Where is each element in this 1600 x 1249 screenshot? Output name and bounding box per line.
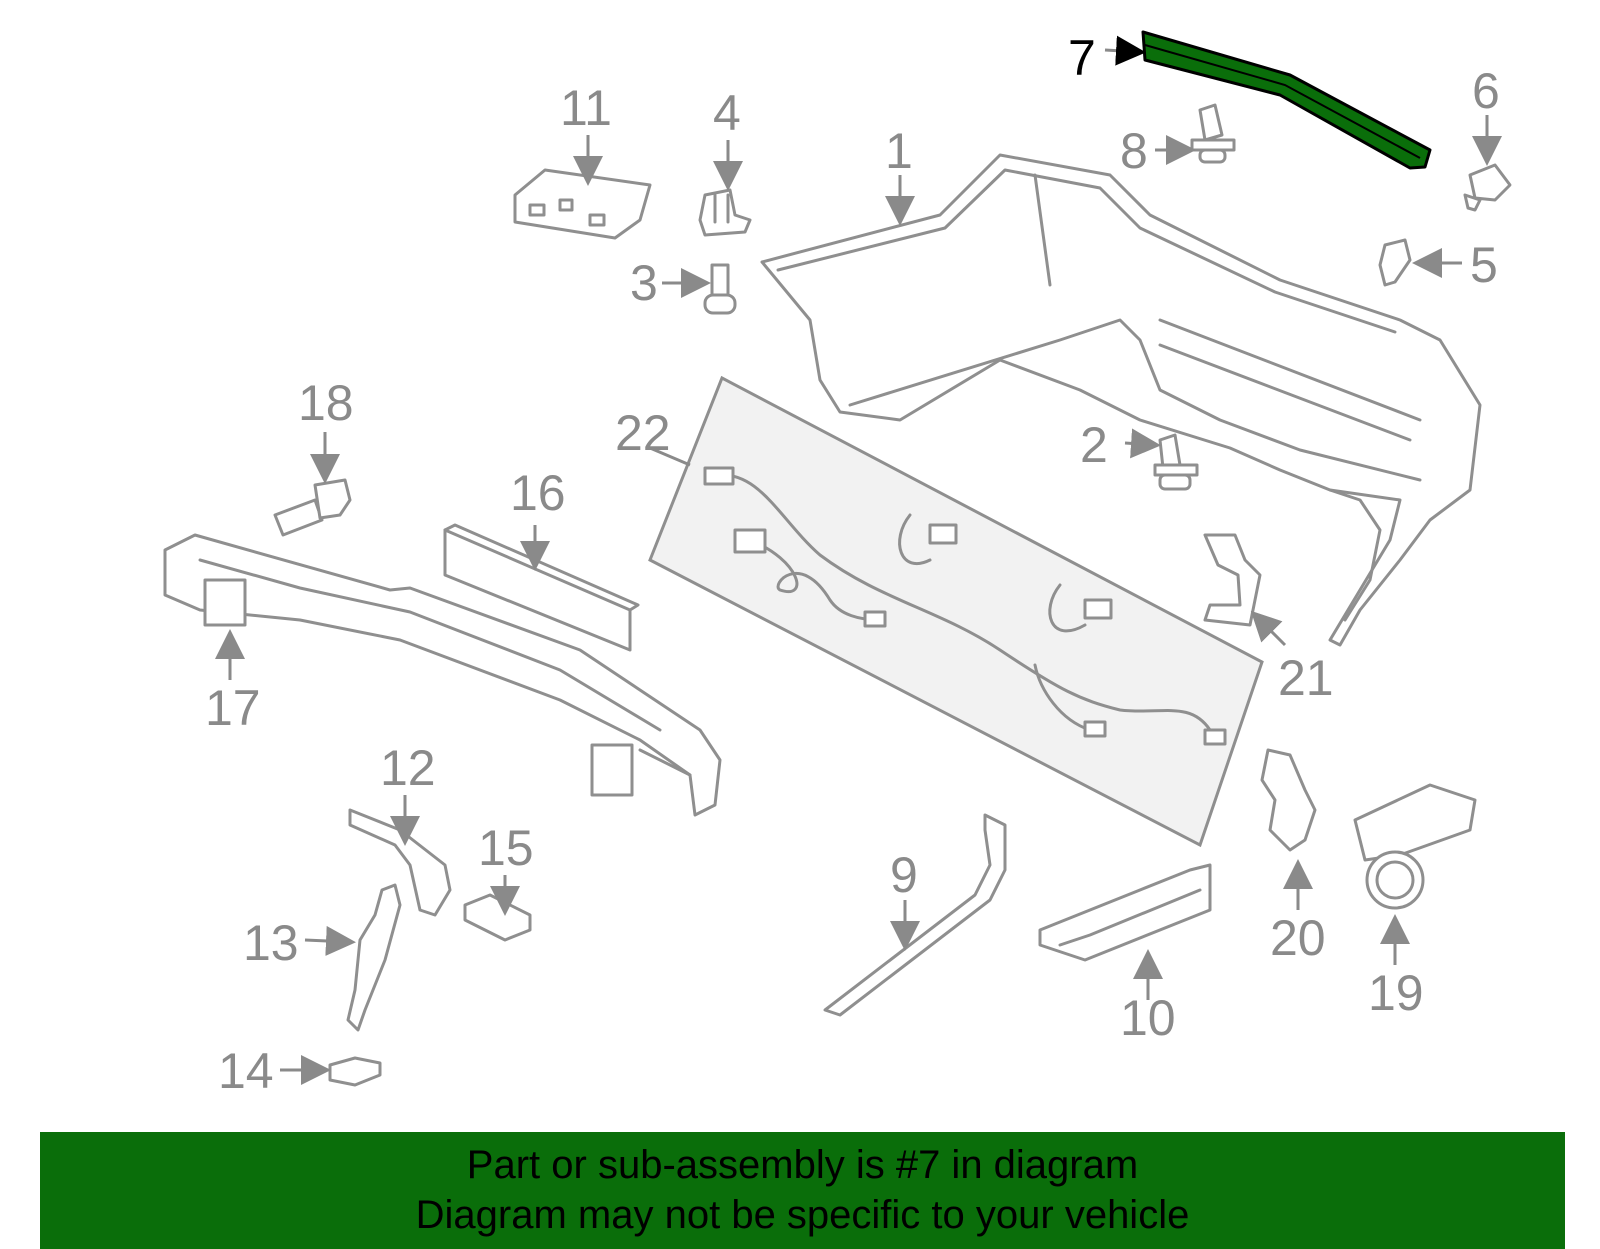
callout-11: 11 (560, 80, 612, 136)
callout-4: 4 (713, 85, 741, 141)
parts-diagram: 1 2 3 4 5 6 7 8 9 10 11 12 13 14 15 16 1… (163, 30, 1512, 1099)
callout-8: 8 (1120, 123, 1148, 179)
wiring-harness-part[interactable] (648, 375, 1264, 848)
clip-part-2[interactable] (1153, 433, 1199, 491)
callout-17: 17 (205, 680, 261, 736)
callout-6: 6 (1472, 63, 1500, 119)
callout-labels: 1 2 3 4 5 6 7 8 9 10 11 12 13 14 15 16 1… (205, 30, 1500, 1099)
push-clip-part-8[interactable] (1190, 103, 1236, 164)
reinforcement-beam-part[interactable] (163, 533, 722, 817)
banner-line-1: Part or sub-assembly is #7 in diagram (466, 1143, 1139, 1187)
bracket-part-12[interactable] (348, 808, 452, 917)
bolt-part-3[interactable] (703, 263, 737, 315)
callout-13: 13 (243, 915, 299, 971)
callout-1: 1 (885, 123, 913, 179)
pad-part-14[interactable] (328, 1056, 382, 1087)
bracket-part-20[interactable] (1260, 748, 1317, 852)
callout-22: 22 (615, 405, 671, 461)
callout-14: 14 (218, 1043, 274, 1099)
callout-18: 18 (298, 375, 354, 431)
callout-20: 20 (1270, 910, 1326, 966)
callout-7: 7 (1068, 30, 1096, 86)
callout-16: 16 (510, 465, 566, 521)
bumper-cover-part[interactable] (760, 153, 1482, 647)
callout-5: 5 (1470, 237, 1498, 293)
pad-part-15[interactable] (463, 893, 532, 942)
callout-21: 21 (1278, 650, 1334, 706)
callout-2: 2 (1080, 417, 1108, 473)
cap-part-6[interactable] (1463, 163, 1512, 212)
parking-sensor-part-19[interactable] (1353, 783, 1477, 910)
info-banner: Part or sub-assembly is #7 in diagram Di… (40, 1132, 1565, 1249)
callout-3: 3 (630, 255, 658, 311)
side-strip-part-9[interactable] (823, 813, 1007, 1017)
spacer-part-10[interactable] (1038, 863, 1212, 962)
callout-arrows (215, 35, 1502, 1085)
bolt-part-18[interactable] (273, 478, 352, 537)
clip-part-4[interactable] (698, 188, 752, 237)
callout-19: 19 (1368, 965, 1424, 1021)
callout-10: 10 (1120, 990, 1176, 1046)
upper-bracket-part[interactable] (513, 168, 652, 240)
bracket-part-13[interactable] (346, 883, 402, 1032)
callout-12: 12 (380, 740, 436, 796)
callout-15: 15 (478, 820, 534, 876)
rear-absorber-strip-part-highlighted[interactable] (1141, 30, 1432, 170)
banner-line-2: Diagram may not be specific to your vehi… (415, 1193, 1190, 1237)
callout-9: 9 (890, 847, 918, 903)
screw-part-5[interactable] (1378, 238, 1412, 287)
bracket-part-21[interactable] (1203, 533, 1262, 627)
